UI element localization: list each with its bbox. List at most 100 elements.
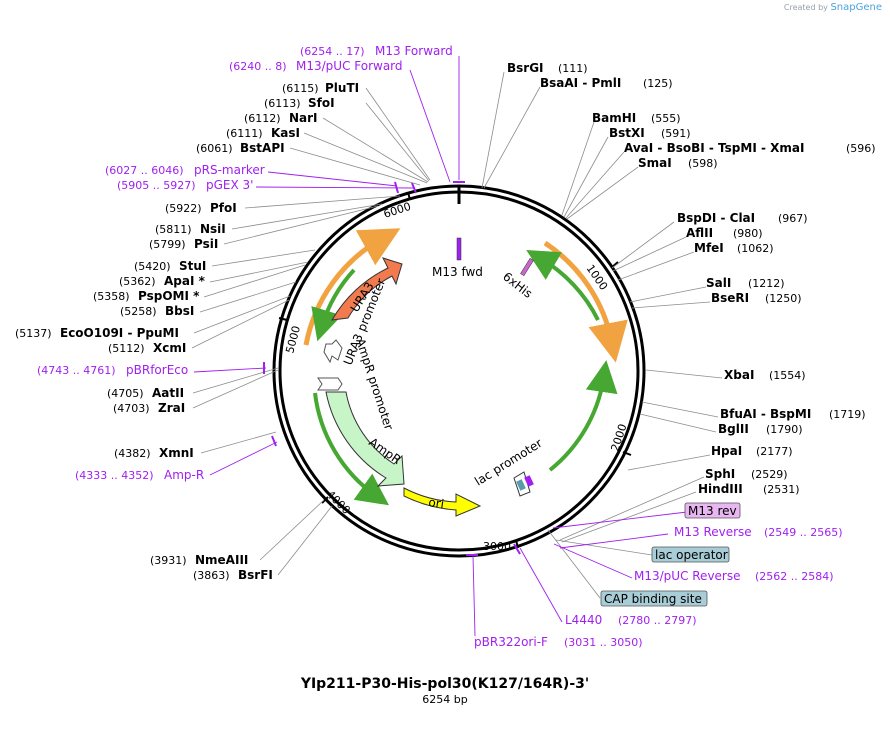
site-pos: (1790) — [766, 423, 803, 436]
snapgene-credit: Created by SnapGene — [784, 2, 882, 13]
tick-5000 — [278, 317, 288, 321]
green-arc-ampr — [313, 392, 390, 506]
site-name: PluTI — [325, 81, 359, 95]
site-pos: (591) — [661, 127, 691, 140]
site-name: StuI — [179, 259, 206, 273]
site-pos: (5811) — [155, 223, 192, 236]
lac-operator-mark — [516, 479, 526, 491]
site-name: ZraI — [158, 401, 185, 415]
site-name: NmeAIII — [195, 553, 248, 567]
site-pos: (6115) — [282, 82, 319, 95]
primer-name: pBRforEco — [126, 363, 188, 377]
site-name: BstAPI — [240, 141, 285, 155]
tick-1000 — [610, 261, 619, 269]
site-name: BseRI — [711, 291, 749, 305]
primer-name: pBR322ori-F — [474, 635, 548, 649]
primer-name: M13 Forward — [375, 44, 453, 58]
site-name: ApaI * — [164, 274, 206, 288]
site-pos: (1719) — [829, 408, 866, 421]
site-name: SmaI — [638, 156, 672, 170]
primer-pos: (3031 .. 3050) — [564, 636, 643, 649]
site-name: BsaAI - PmlI — [540, 76, 621, 90]
lac-operator-box-label: lac operator — [655, 548, 728, 562]
site-pos: (1212) — [748, 277, 785, 290]
site-pos: (5420) — [134, 260, 171, 273]
m13-fwd-label: M13 fwd — [432, 265, 483, 279]
l4440-mark — [513, 543, 521, 555]
site-labels-left: (6115) PluTI (6113) SfoI (6112) NarI (61… — [15, 81, 359, 582]
site-pos: (111) — [558, 62, 588, 75]
site-pos: (2531) — [763, 483, 800, 496]
site-name: SfoI — [308, 96, 335, 110]
primer-name: pGEX 3' — [206, 178, 253, 192]
site-pos: (5112) — [108, 342, 145, 355]
his-tag-mark — [520, 257, 534, 277]
green-arc-left — [311, 268, 356, 342]
site-pos: (4382) — [114, 447, 151, 460]
site-pos: (3931) — [150, 554, 187, 567]
site-name: BamHI — [592, 111, 636, 125]
amp-r-mark — [271, 435, 277, 447]
tick-2000 — [622, 451, 632, 456]
site-name: PsiI — [194, 237, 218, 251]
ampr-arrow — [325, 391, 405, 487]
site-pos: (125) — [643, 77, 673, 90]
site-pos: (2177) — [756, 445, 793, 458]
cap-binding-site-box-label: CAP binding site — [604, 592, 702, 606]
m13-rev-box — [684, 502, 741, 519]
site-pos: (5358) — [93, 290, 130, 303]
site-pos: (555) — [651, 112, 681, 125]
ori-label: ori — [428, 495, 445, 511]
plasmid-length: 6254 bp — [422, 693, 468, 706]
site-name: XmnI — [159, 446, 194, 460]
tick-4000 — [321, 496, 329, 504]
site-name: HindIII — [698, 482, 743, 496]
site-pos: (1554) — [769, 369, 806, 382]
primer-pos: (2780 .. 2797) — [618, 614, 697, 627]
site-name: EcoO109I - PpuMI — [60, 326, 179, 340]
site-name: BglII — [718, 422, 749, 436]
site-name: KasI — [271, 126, 300, 140]
site-name: AvaI - BsoBI - TspMI - XmaI — [624, 141, 804, 155]
site-name: PfoI — [210, 201, 237, 215]
site-pos: (598) — [688, 157, 718, 170]
site-name: SphI — [705, 467, 735, 481]
site-pos: (6113) — [264, 97, 301, 110]
site-pos: (980) — [733, 227, 763, 240]
primer-pos: (4333 .. 4352) — [75, 469, 154, 482]
m13-rev-mark — [524, 475, 534, 487]
site-pos: (3863) — [193, 569, 230, 582]
primer-name: L4440 — [565, 613, 602, 627]
primer-name: M13 Reverse — [674, 525, 752, 539]
site-pos: (5799) — [149, 238, 186, 251]
site-name: SalI — [706, 276, 731, 290]
site-pos: (5922) — [165, 202, 202, 215]
primer-pos: (2549 .. 2565) — [764, 526, 843, 539]
site-pos: (5258) — [120, 305, 157, 318]
site-pos: (2529) — [751, 468, 788, 481]
primer-marks — [193, 56, 688, 637]
site-name: HpaI — [711, 444, 742, 458]
primer-pos: (2562 .. 2584) — [755, 570, 834, 583]
primer-name: Amp-R — [164, 468, 204, 482]
primer-name: M13/pUC Reverse — [634, 569, 741, 583]
site-name: BfuAI - BspMI — [720, 407, 811, 421]
site-pos: (5362) — [119, 275, 156, 288]
primer-pos: (6254 .. 17) — [300, 45, 365, 58]
ori-arrow — [403, 487, 482, 517]
site-labels-right: BsrGI (111) BsaAI - PmlI (125) BamHI (55… — [507, 61, 876, 496]
primer-name: M13/pUC Forward — [296, 59, 403, 73]
green-arc-right-top — [526, 249, 600, 321]
snapgene-logo: SnapGene — [830, 2, 882, 13]
ura3-arrow — [331, 257, 403, 321]
primer-pos: (4743 .. 4761) — [37, 364, 116, 377]
site-name: BbsI — [165, 304, 194, 318]
ura3-promoter-arrow — [323, 339, 343, 364]
cap-binding-site-box — [600, 590, 708, 607]
site-pos: (6111) — [226, 127, 263, 140]
site-name: XcmI — [153, 341, 186, 355]
credit-prefix: Created by — [783, 3, 828, 12]
green-arc-right-bottom — [548, 360, 618, 472]
m13-rev-box-label: M13 rev — [688, 504, 737, 518]
